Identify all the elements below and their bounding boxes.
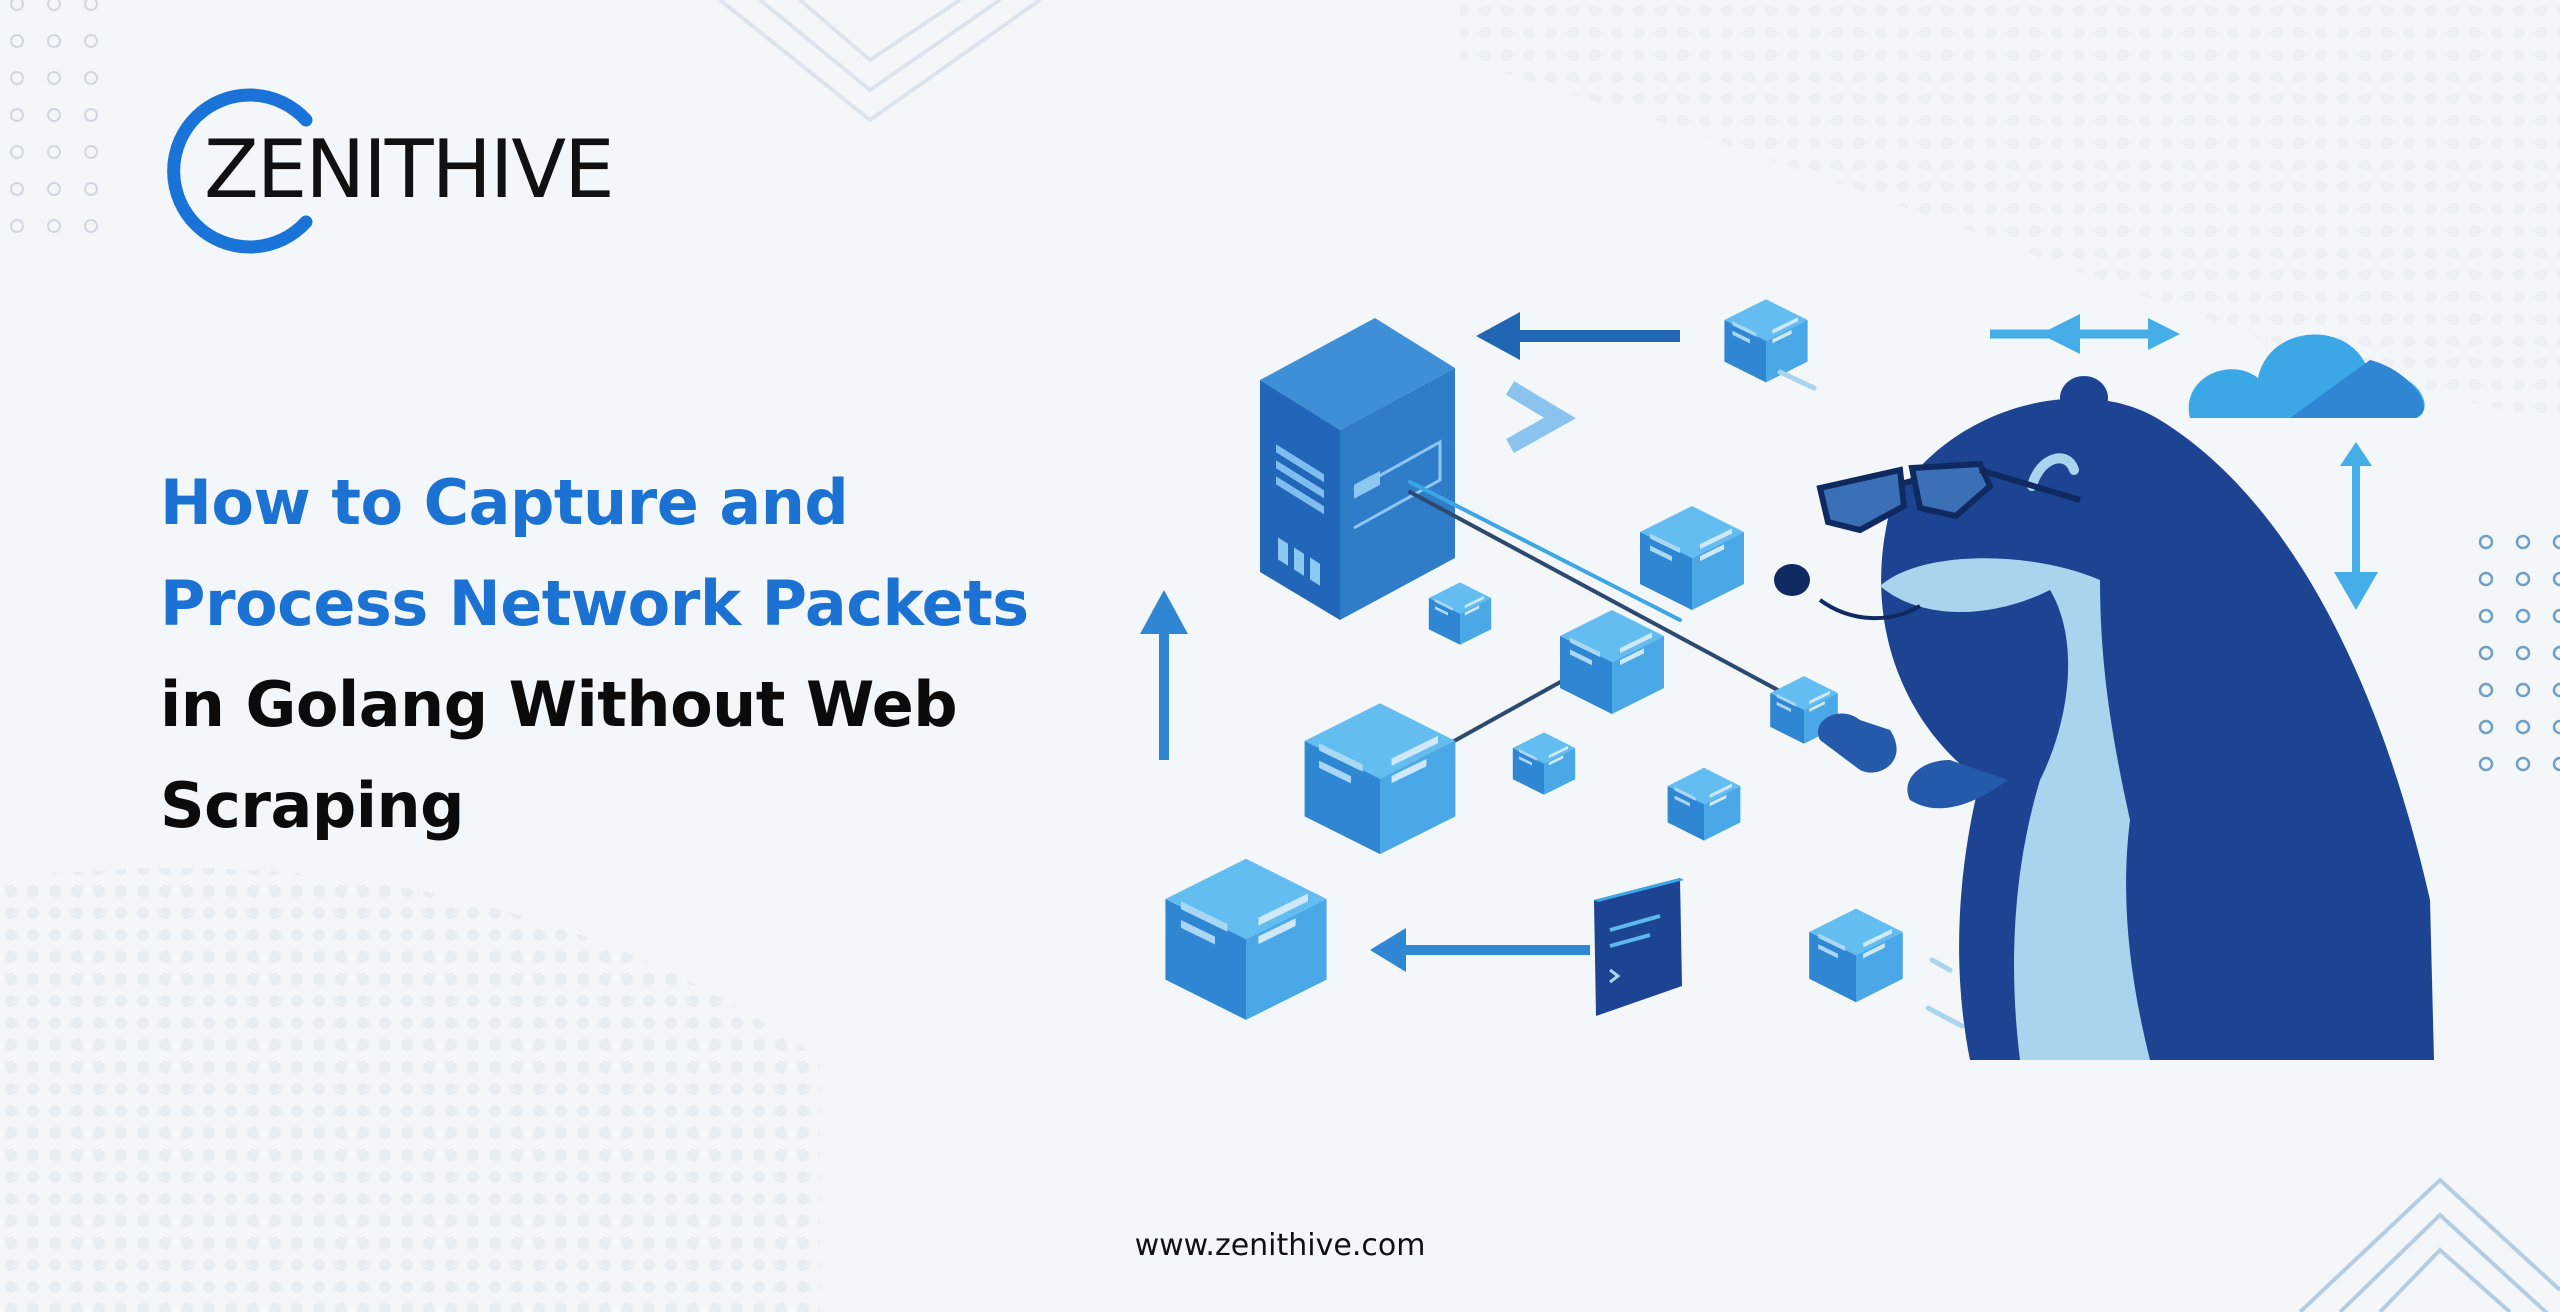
network-illustration xyxy=(1140,299,2434,1060)
article-headline: How to Capture and Process Network Packe… xyxy=(160,452,1080,856)
website-url[interactable]: www.zenithive.com xyxy=(1134,1228,1426,1263)
gopher-mascot-icon xyxy=(1774,376,2434,1060)
headline-line-4: Scraping xyxy=(160,769,464,842)
terminal-icon xyxy=(1594,878,1684,1016)
logo-ring-icon xyxy=(167,88,313,254)
arrow-left-bottom-icon xyxy=(1370,928,1590,972)
headline-line-2: Process Network Packets xyxy=(160,567,1029,640)
zigzag-bottom-right xyxy=(2298,1177,2560,1312)
arrow-up-icon xyxy=(1140,590,1188,760)
arrow-vertical-icon xyxy=(2334,442,2378,610)
arrow-double-icon xyxy=(1990,314,2180,354)
brand-logo[interactable]: ZENITHIVE xyxy=(156,86,616,254)
server-icon xyxy=(1260,318,1455,620)
glasses-icon xyxy=(1816,460,2081,534)
cloud-icon xyxy=(2188,334,2425,418)
headline-line-3: in Golang Without Web xyxy=(160,668,958,741)
headline-line-1: How to Capture and xyxy=(160,466,849,539)
chevron-icon xyxy=(1505,381,1576,453)
ring-grid-top-left xyxy=(10,0,98,233)
motion-lines xyxy=(1777,369,1965,1029)
ring-grid-right xyxy=(2478,534,2560,772)
brand-name: ZENITHIVE xyxy=(204,123,615,216)
arrow-left-top-icon xyxy=(1476,312,1680,360)
zigzag-top xyxy=(718,0,1042,123)
